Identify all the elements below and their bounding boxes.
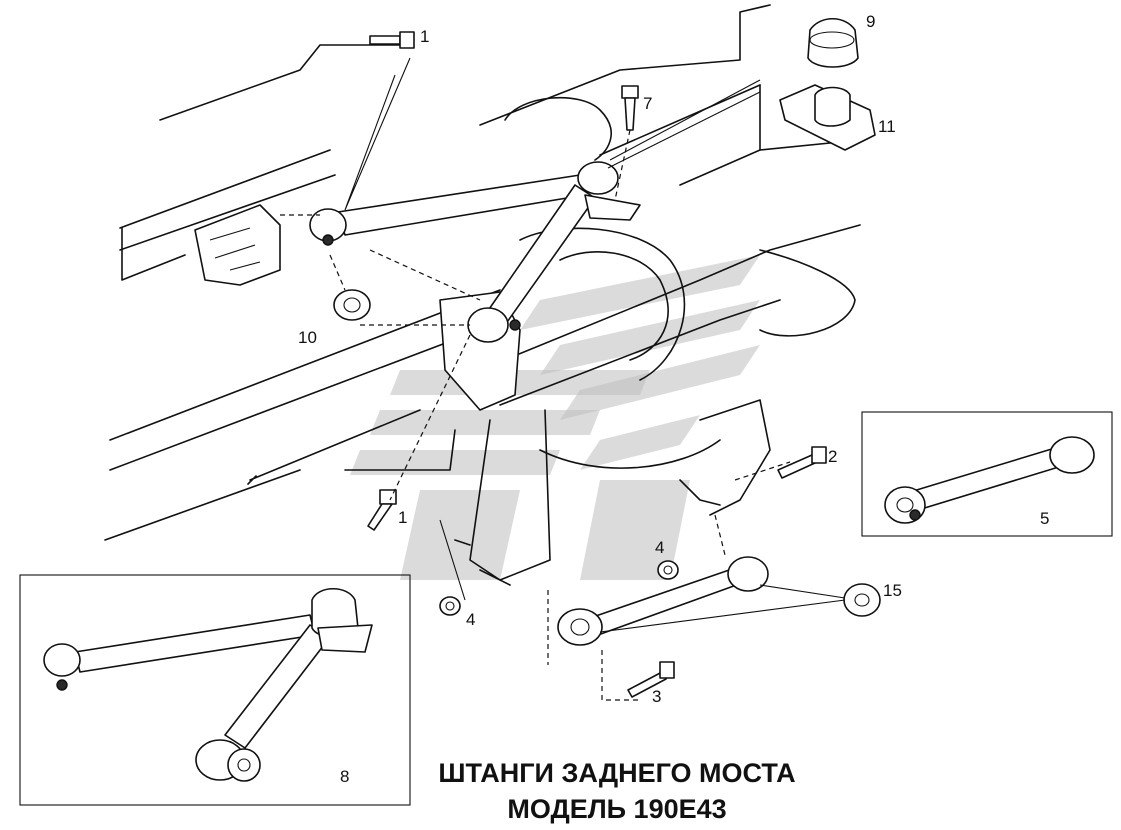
inset-8 [19, 574, 411, 806]
callout-15: 15 [883, 581, 902, 600]
callout-4-right: 4 [655, 538, 664, 557]
bolt-2 [777, 446, 827, 479]
bracket-11 [779, 84, 876, 151]
watermark-logo [350, 255, 760, 580]
callout-5: 5 [1040, 509, 1049, 528]
diagram-title-line2: МОДЕЛЬ 190Е43 [507, 794, 726, 824]
nut-4-left [439, 596, 461, 616]
callout-1-top: 1 [420, 27, 429, 46]
lower-rod-assembly [547, 461, 881, 701]
assembly-lines [280, 57, 761, 601]
callout-7: 7 [643, 94, 652, 113]
chassis-frame [104, 4, 861, 586]
diagram-title-line1: ШТАНГИ ЗАДНЕГО МОСТА [438, 758, 795, 788]
bolt-3 [627, 661, 675, 698]
nut-4-right [657, 560, 679, 580]
bolt-1-top [369, 31, 415, 49]
callout-10: 10 [298, 328, 317, 347]
callout-4-left: 4 [466, 610, 475, 629]
bolt-1-bottom [367, 489, 397, 531]
bolt-7 [621, 85, 639, 131]
bushing-10 [333, 289, 371, 321]
callout-11: 11 [878, 117, 896, 136]
inset-5 [861, 411, 1113, 537]
callout-2: 2 [828, 447, 837, 466]
upper-v-rod [309, 161, 641, 343]
bushing-9 [807, 17, 859, 68]
callout-8: 8 [340, 767, 349, 786]
callout-9: 9 [866, 12, 875, 31]
callout-1-bottom: 1 [398, 508, 407, 527]
callout-3: 3 [652, 687, 661, 706]
